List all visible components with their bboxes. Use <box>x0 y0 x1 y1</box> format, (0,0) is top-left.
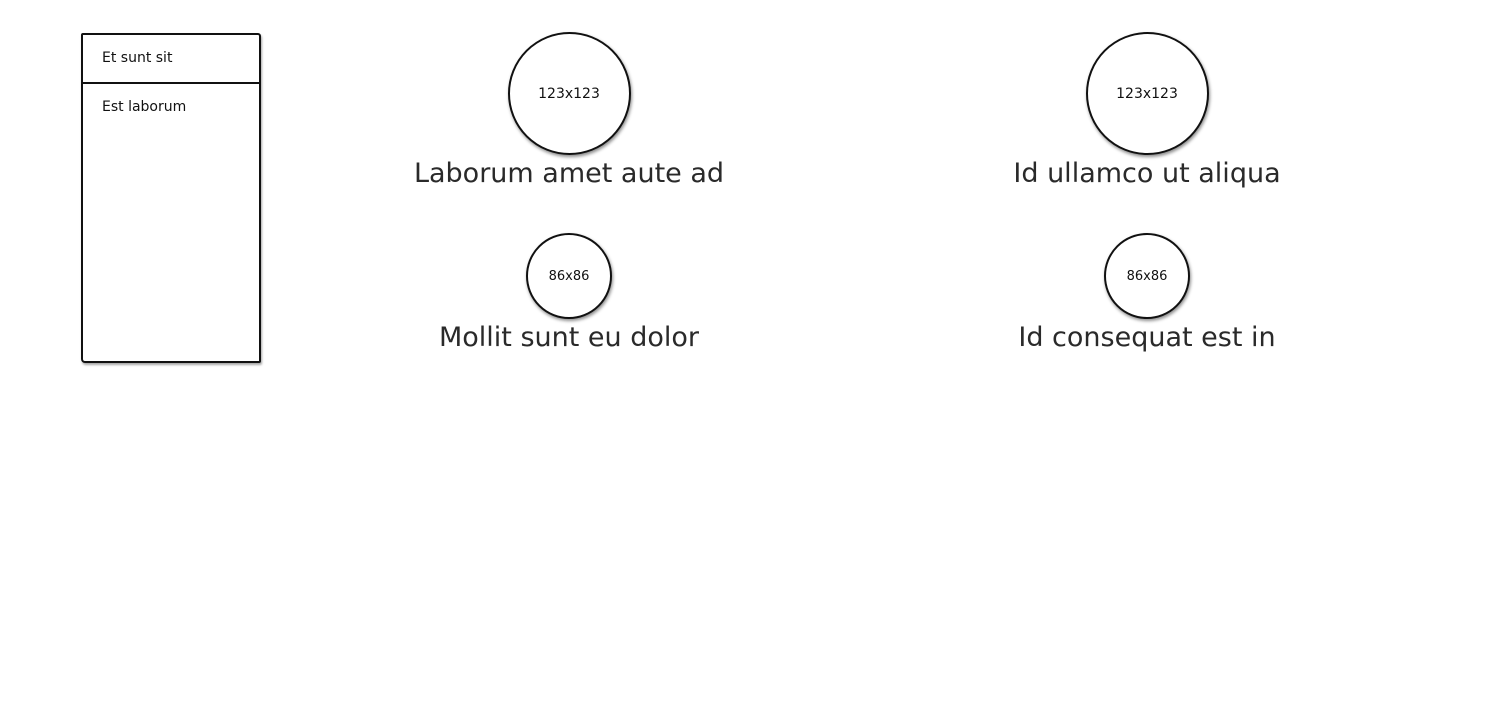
avatar-image: 123x123 <box>507 32 631 155</box>
card-title: Laborum amet aute ad <box>413 158 725 189</box>
avatar-placeholder-label: 86x86 <box>548 268 590 284</box>
profile-card: 86x86 Id consequat est in <box>947 233 1347 355</box>
card-title: Id ullamco ut aliqua <box>1013 158 1281 189</box>
sidebar-item-label: Et sunt sit <box>102 50 173 66</box>
avatar-placeholder-label: 86x86 <box>1126 268 1168 284</box>
avatar-image: 123x123 <box>1085 32 1209 155</box>
sidebar-item-et-sunt-sit[interactable]: Et sunt sit <box>83 35 259 84</box>
profile-card: 123x123 Id ullamco ut aliqua <box>947 32 1347 191</box>
avatar-image: 86x86 <box>526 233 612 319</box>
card-title: Id consequat est in <box>1018 322 1276 353</box>
profile-card: 86x86 Mollit sunt eu dolor <box>369 233 769 355</box>
sidebar-list: Et sunt sit Est laborum <box>81 33 261 363</box>
avatar-placeholder-label: 123x123 <box>538 85 600 102</box>
card-title: Mollit sunt eu dolor <box>438 322 700 353</box>
sidebar-item-label: Est laborum <box>102 99 187 115</box>
avatar-placeholder-label: 123x123 <box>1116 85 1178 102</box>
profile-card: 123x123 Laborum amet aute ad <box>369 32 769 191</box>
avatar-image: 86x86 <box>1104 233 1190 319</box>
sidebar-item-est-laborum[interactable]: Est laborum <box>83 84 259 133</box>
